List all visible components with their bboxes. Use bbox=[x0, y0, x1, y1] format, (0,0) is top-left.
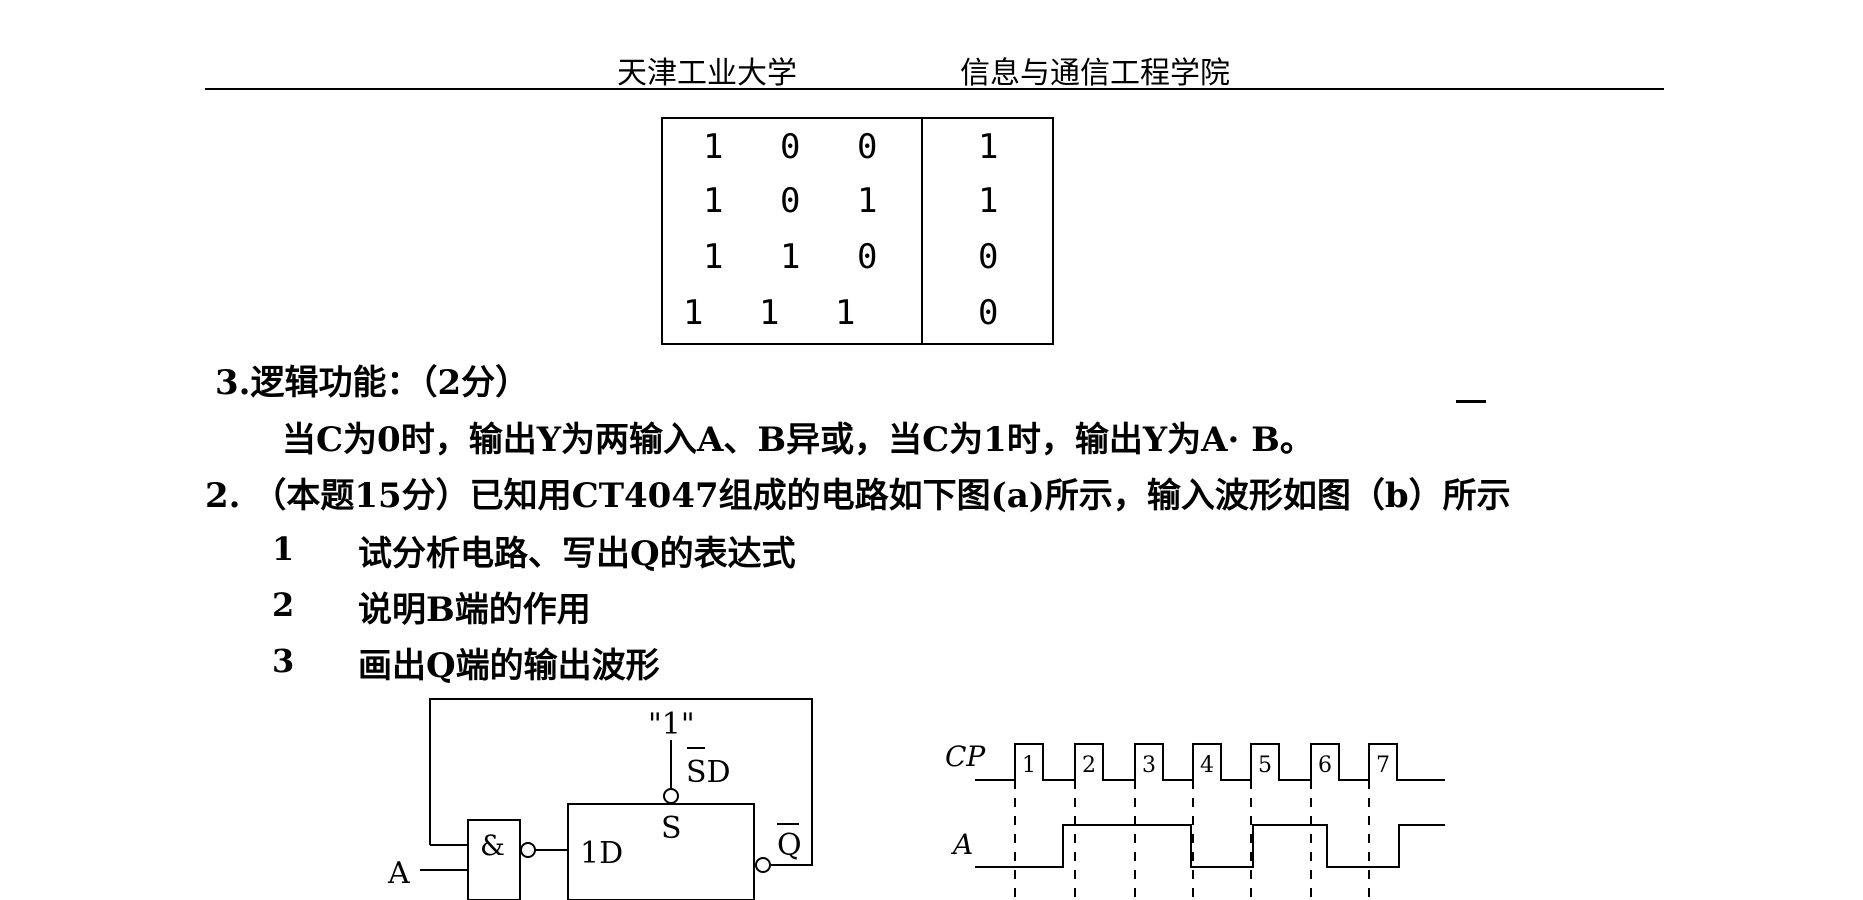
pulse-number: 1 bbox=[1022, 753, 1036, 778]
truth-cell: 1 bbox=[835, 293, 856, 333]
truth-cell: 0 bbox=[978, 293, 999, 333]
gate-inversion-bubble bbox=[520, 842, 536, 858]
feedback-wire bbox=[429, 698, 813, 866]
truth-cell: 0 bbox=[978, 237, 999, 277]
set-label: S bbox=[661, 811, 682, 846]
truth-cell: 1 bbox=[759, 293, 780, 333]
truth-cell: 1 bbox=[978, 181, 999, 221]
b-overbar bbox=[1456, 400, 1486, 403]
gate-symbol: & bbox=[480, 829, 505, 862]
waveform-diagram: CP A 1 2 3 4 5 6 7 bbox=[945, 740, 1445, 900]
section-3-title: 3.逻辑功能：（2分） bbox=[215, 363, 530, 403]
truth-cell: 1 bbox=[703, 181, 724, 221]
truth-cell: 1 bbox=[857, 181, 878, 221]
header-rule bbox=[205, 88, 1664, 90]
timing-guides bbox=[1014, 744, 1370, 900]
pulse-number: 4 bbox=[1200, 753, 1214, 778]
a-waveform bbox=[975, 824, 1445, 868]
header-left: 天津工业大学 bbox=[617, 56, 797, 91]
item-number: 3 bbox=[272, 642, 295, 680]
sd-label: SD bbox=[686, 755, 731, 790]
truth-cell: 1 bbox=[683, 293, 704, 333]
truth-cell: 1 bbox=[703, 127, 724, 167]
item-text: 说明B端的作用 bbox=[358, 590, 591, 630]
truth-cell: 0 bbox=[857, 237, 878, 277]
truth-cell: 0 bbox=[780, 127, 801, 167]
truth-table-divider bbox=[921, 119, 923, 343]
flip-flop bbox=[567, 803, 755, 900]
truth-cell: 1 bbox=[703, 237, 724, 277]
a-label: A bbox=[950, 828, 973, 861]
pulse-number: 2 bbox=[1082, 753, 1096, 778]
item-number: 2 bbox=[272, 586, 295, 624]
truth-table: 1 0 0 1 1 0 1 1 1 1 0 0 1 1 1 0 bbox=[661, 117, 1054, 345]
pulse-number: 7 bbox=[1376, 753, 1390, 778]
truth-cell: 1 bbox=[978, 127, 999, 167]
question-2-statement: 2. （本题15分）已知用CT4047组成的电路如下图(a)所示，输入波形如图（… bbox=[205, 476, 1511, 516]
truth-cell: 1 bbox=[780, 237, 801, 277]
circuit-diagram: A & 1D S SD "1" Q bbox=[387, 698, 813, 900]
cp-label: CP bbox=[945, 740, 986, 773]
item-text: 画出Q端的输出波形 bbox=[358, 646, 660, 686]
truth-cell: 0 bbox=[780, 181, 801, 221]
sd-value: "1" bbox=[648, 707, 695, 742]
pulse-number: 5 bbox=[1258, 753, 1272, 778]
qbar-label: Q bbox=[777, 828, 802, 863]
d-input-label: 1D bbox=[580, 836, 623, 871]
truth-cell: 0 bbox=[857, 127, 878, 167]
item-text: 试分析电路、写出Q的表达式 bbox=[358, 534, 796, 574]
sd-bubble bbox=[663, 788, 679, 804]
pulse-number: 6 bbox=[1318, 753, 1332, 778]
and-gate bbox=[467, 819, 521, 900]
item-number: 1 bbox=[272, 530, 295, 568]
pulse-number: 3 bbox=[1142, 753, 1156, 778]
cp-waveform bbox=[975, 743, 1445, 781]
input-a-label: A bbox=[387, 856, 410, 891]
section-3-body: 当C为0时，输出Y为两输入A、B异或，当C为1时，输出Y为A· B。 bbox=[282, 420, 1314, 460]
qbar-bubble bbox=[755, 857, 771, 873]
header-right: 信息与通信工程学院 bbox=[960, 56, 1230, 91]
